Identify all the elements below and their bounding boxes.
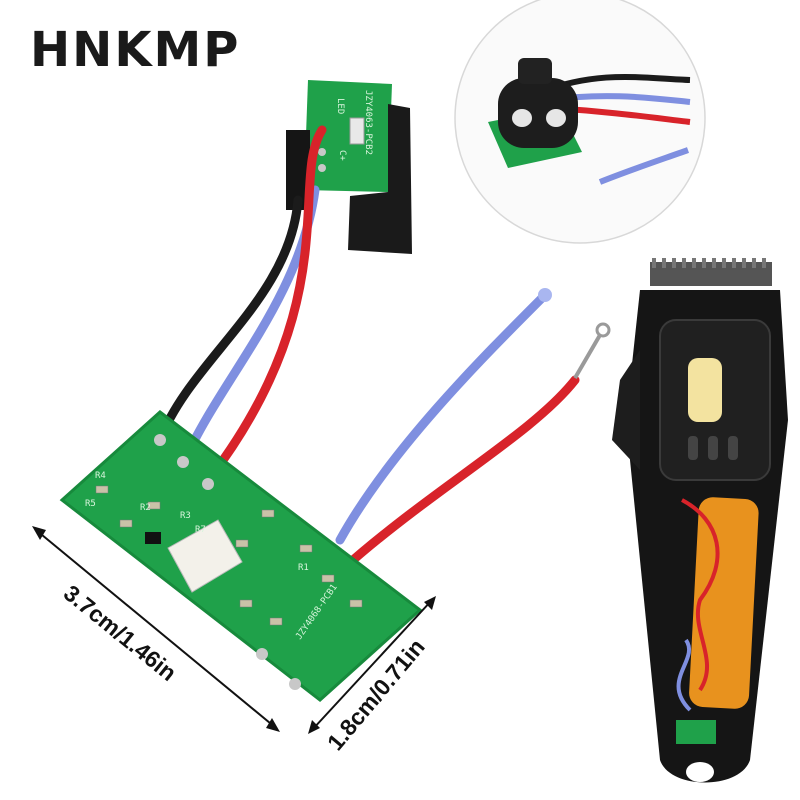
main-board-r2: R2 — [140, 503, 151, 513]
small-board-led: LED — [335, 98, 345, 114]
connector-closeup-inset — [454, 0, 706, 244]
length-dimension-label: 3.7cm/1.46in — [59, 580, 182, 686]
main-board-r1: R1 — [298, 563, 309, 573]
main-pcb-board: R4 R5 R2 R3 R1 R7 JZY4068-PCB1 — [59, 410, 423, 702]
small-board-c: C+ — [337, 150, 347, 161]
main-board-r3: R3 — [180, 511, 191, 521]
main-board-r7: R7 — [195, 525, 206, 535]
main-board-r4: R4 — [95, 471, 106, 481]
main-board-r5: R5 — [85, 499, 96, 509]
small-board-code: JZY4063-PCB2 — [363, 90, 373, 155]
small-pcb-board: JZY4063-PCB2 LED C+ — [286, 80, 412, 254]
dimension-arrows — [32, 526, 436, 734]
hair-clipper-cutaway — [612, 258, 788, 783]
brand-logo: HNKMP — [30, 22, 241, 78]
